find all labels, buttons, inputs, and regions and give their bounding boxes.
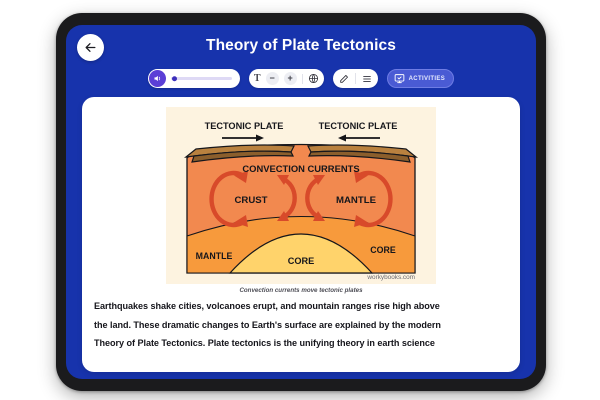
paragraph-line: Earthquakes shake cities, volcanoes erup… [94, 301, 440, 311]
tectonic-plate-left-slab [183, 144, 295, 163]
paragraph-line: Theory of Plate Tectonics. Plate tectoni… [94, 338, 435, 349]
lesson-paragraph: Earthquakes shake cities, volcanoes erup… [82, 295, 520, 353]
text-size-icon: T [253, 72, 261, 84]
tectonic-plate-right-slab [307, 144, 419, 163]
audio-control-group [147, 69, 240, 88]
reader-toolbar: T − + [66, 69, 536, 88]
tectonics-diagram-svg: TECTONIC PLATE TECTONIC PLATE [172, 113, 430, 281]
tablet-device-frame: Theory of Plate Tectonics [56, 13, 546, 391]
pencil-highlighter-icon[interactable] [339, 74, 349, 84]
tools-divider [354, 73, 356, 84]
back-button[interactable] [77, 34, 104, 61]
paragraph-line: the land. These dramatic changes to Eart… [94, 319, 441, 330]
convection-arrow-heads [234, 171, 368, 227]
annotation-tools-group [332, 69, 378, 88]
tablet-screen: Theory of Plate Tectonics [66, 25, 536, 379]
arrow-left-icon [84, 41, 97, 54]
activities-button-label: ACTIVITIES [408, 75, 446, 82]
play-audio-button[interactable] [148, 70, 166, 87]
core-dome [228, 233, 374, 274]
lesson-content-card: TECTONIC PLATE TECTONIC PLATE [82, 97, 520, 372]
volume-slider[interactable] [170, 75, 232, 82]
label-core-right: CORE [370, 245, 396, 255]
decrease-text-size-button[interactable]: − [265, 72, 279, 85]
app-header: Theory of Plate Tectonics [66, 25, 536, 71]
globe-icon[interactable] [308, 73, 319, 84]
toolbar-divider [301, 73, 303, 84]
text-settings-group: T − + [248, 69, 324, 88]
label-convection-currents: CONVECTION CURRENTS [242, 163, 359, 174]
label-tectonic-plate-left: TECTONIC PLATE [205, 121, 284, 131]
speaker-volume-icon [153, 74, 162, 83]
label-mantle-left: MANTLE [196, 251, 233, 261]
list-lines-icon[interactable] [362, 74, 372, 84]
label-crust: CRUST [234, 195, 267, 206]
activities-button[interactable]: ACTIVITIES [386, 69, 455, 88]
figure-watermark: workybooks.com [366, 274, 415, 281]
tectonics-diagram-figure: TECTONIC PLATE TECTONIC PLATE [166, 107, 436, 284]
label-tectonic-plate-right: TECTONIC PLATE [319, 121, 398, 131]
page-title: Theory of Plate Tectonics [206, 37, 396, 54]
monitor-activities-icon [394, 73, 405, 84]
increase-text-size-button[interactable]: + [283, 72, 297, 85]
convection-arrows [209, 170, 393, 228]
figure-caption: Convection currents move tectonic plates [82, 284, 520, 295]
label-mantle-center: MANTLE [336, 195, 377, 206]
volume-slider-knob[interactable] [171, 75, 178, 82]
label-core-center: CORE [288, 256, 315, 266]
